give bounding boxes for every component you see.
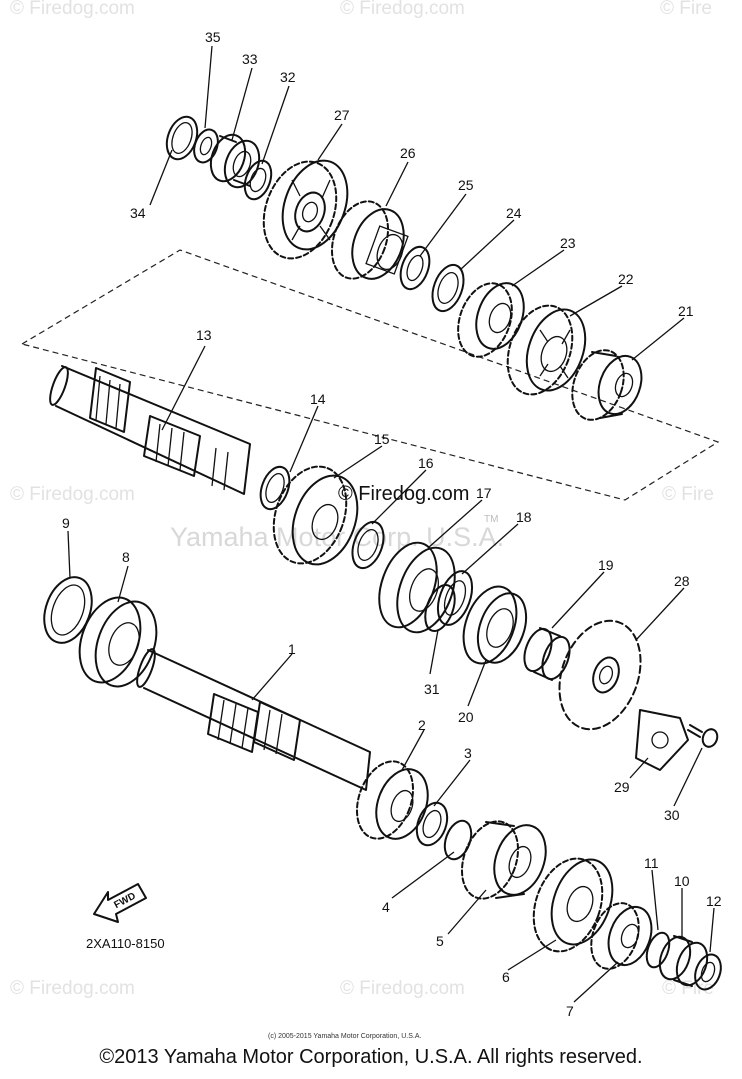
callout-14: 14 [310, 391, 326, 407]
watermark-bottom-left: © Firedog.com [10, 978, 135, 999]
callout-34: 34 [130, 205, 146, 221]
part-washer-24 [431, 263, 465, 313]
footer-copyright: ©2013 Yamaha Motor Corporation, U.S.A. A… [99, 1046, 643, 1068]
callout-20: 20 [458, 709, 474, 725]
part-bearing-33 [209, 133, 261, 189]
callout-5: 5 [436, 933, 444, 949]
callout-15: 15 [374, 431, 390, 447]
watermark-top-left: © Firedog.com [10, 0, 135, 19]
part-gear-21 [571, 349, 643, 421]
part-gear-22 [506, 304, 587, 396]
watermark-bottom-right: © Fire [662, 978, 714, 999]
part-collar-19 [523, 627, 571, 681]
part-bearing-8 [78, 596, 158, 688]
callout-17: 17 [476, 485, 492, 501]
callout-28: 28 [674, 573, 690, 589]
callout-9: 9 [62, 515, 70, 531]
watermark-bottom-center: © Firedog.com [340, 978, 465, 999]
callout-35: 35 [205, 29, 221, 45]
watermark-center: © Firedog.com [338, 483, 469, 505]
part-washer-25 [399, 245, 431, 291]
callout-33: 33 [242, 51, 258, 67]
part-gear-2 [355, 760, 429, 840]
part-gear-27 [262, 159, 349, 260]
part-sprocket-28 [558, 619, 642, 731]
part-gear-6 [532, 857, 614, 953]
part-gear-23 [457, 282, 525, 358]
part-oil-seal-20 [462, 585, 528, 665]
watermark-layer: © Firedog.com © Firedog.com © Fire © Fir… [10, 0, 714, 999]
part-gear-26 [330, 200, 409, 280]
part-gear-5 [460, 820, 547, 900]
part-bearing-17 [378, 541, 456, 634]
callout-6: 6 [502, 969, 510, 985]
callout-3: 3 [464, 745, 472, 761]
part-main-axle-13 [49, 365, 251, 495]
callout-12: 12 [706, 893, 722, 909]
callout-19: 19 [598, 557, 614, 573]
part-circlip-14 [259, 465, 291, 511]
callout-16: 16 [418, 455, 434, 471]
diagram-small-copyright: (c) 2005-2015 Yamaha Motor Corporation, … [268, 1033, 421, 1040]
part-lock-plate-29 [635, 709, 689, 771]
part-washer-16 [351, 520, 385, 570]
callout-24: 24 [506, 205, 522, 221]
callout-32: 32 [280, 69, 296, 85]
part-washer-32 [243, 159, 273, 201]
callout-31: 31 [424, 681, 440, 697]
part-drive-axle-1 [136, 648, 371, 791]
watermark-mid-left: © Firedog.com [10, 484, 135, 505]
shaft-group-outline [20, 249, 720, 501]
callout-27: 27 [334, 107, 350, 123]
part-gear-7 [590, 902, 653, 970]
leader-lines [67, 45, 715, 1003]
callout-29: 29 [614, 779, 630, 795]
callout-22: 22 [618, 271, 634, 287]
callout-23: 23 [560, 235, 576, 251]
watermark-top-center: © Firedog.com [340, 0, 465, 19]
part-washer-35 [193, 128, 219, 164]
callout-25: 25 [458, 177, 474, 193]
callout-11: 11 [644, 855, 659, 871]
drawing-code: 2XA110-8150 [86, 936, 165, 951]
callout-7: 7 [566, 1003, 574, 1019]
part-washer-11 [645, 931, 671, 969]
callout-21: 21 [678, 303, 694, 319]
callout-8: 8 [122, 549, 130, 565]
callout-4: 4 [382, 899, 390, 915]
part-circlip-31 [424, 584, 456, 632]
part-washer-3 [415, 801, 449, 847]
callout-30: 30 [664, 807, 680, 823]
part-bolt-30 [687, 724, 719, 748]
part-gear-15 [272, 465, 359, 566]
forward-arrow-icon: FWD [93, 883, 147, 923]
callout-1: 1 [288, 641, 296, 657]
part-cap-12 [694, 953, 722, 991]
watermark-mid-right: © Fire [662, 484, 714, 505]
callout-numbers: 35 33 32 27 26 25 24 23 22 21 34 13 14 1… [62, 29, 722, 1019]
part-circlip-9 [43, 576, 93, 644]
callout-26: 26 [400, 145, 416, 161]
fwd-label: FWD [112, 891, 137, 911]
callout-2: 2 [418, 717, 426, 733]
watermark-tm: TM [484, 514, 498, 525]
callout-13: 13 [196, 327, 212, 343]
callout-10: 10 [674, 873, 690, 889]
callout-18: 18 [516, 509, 532, 525]
watermark-top-right: © Fire [660, 0, 712, 19]
